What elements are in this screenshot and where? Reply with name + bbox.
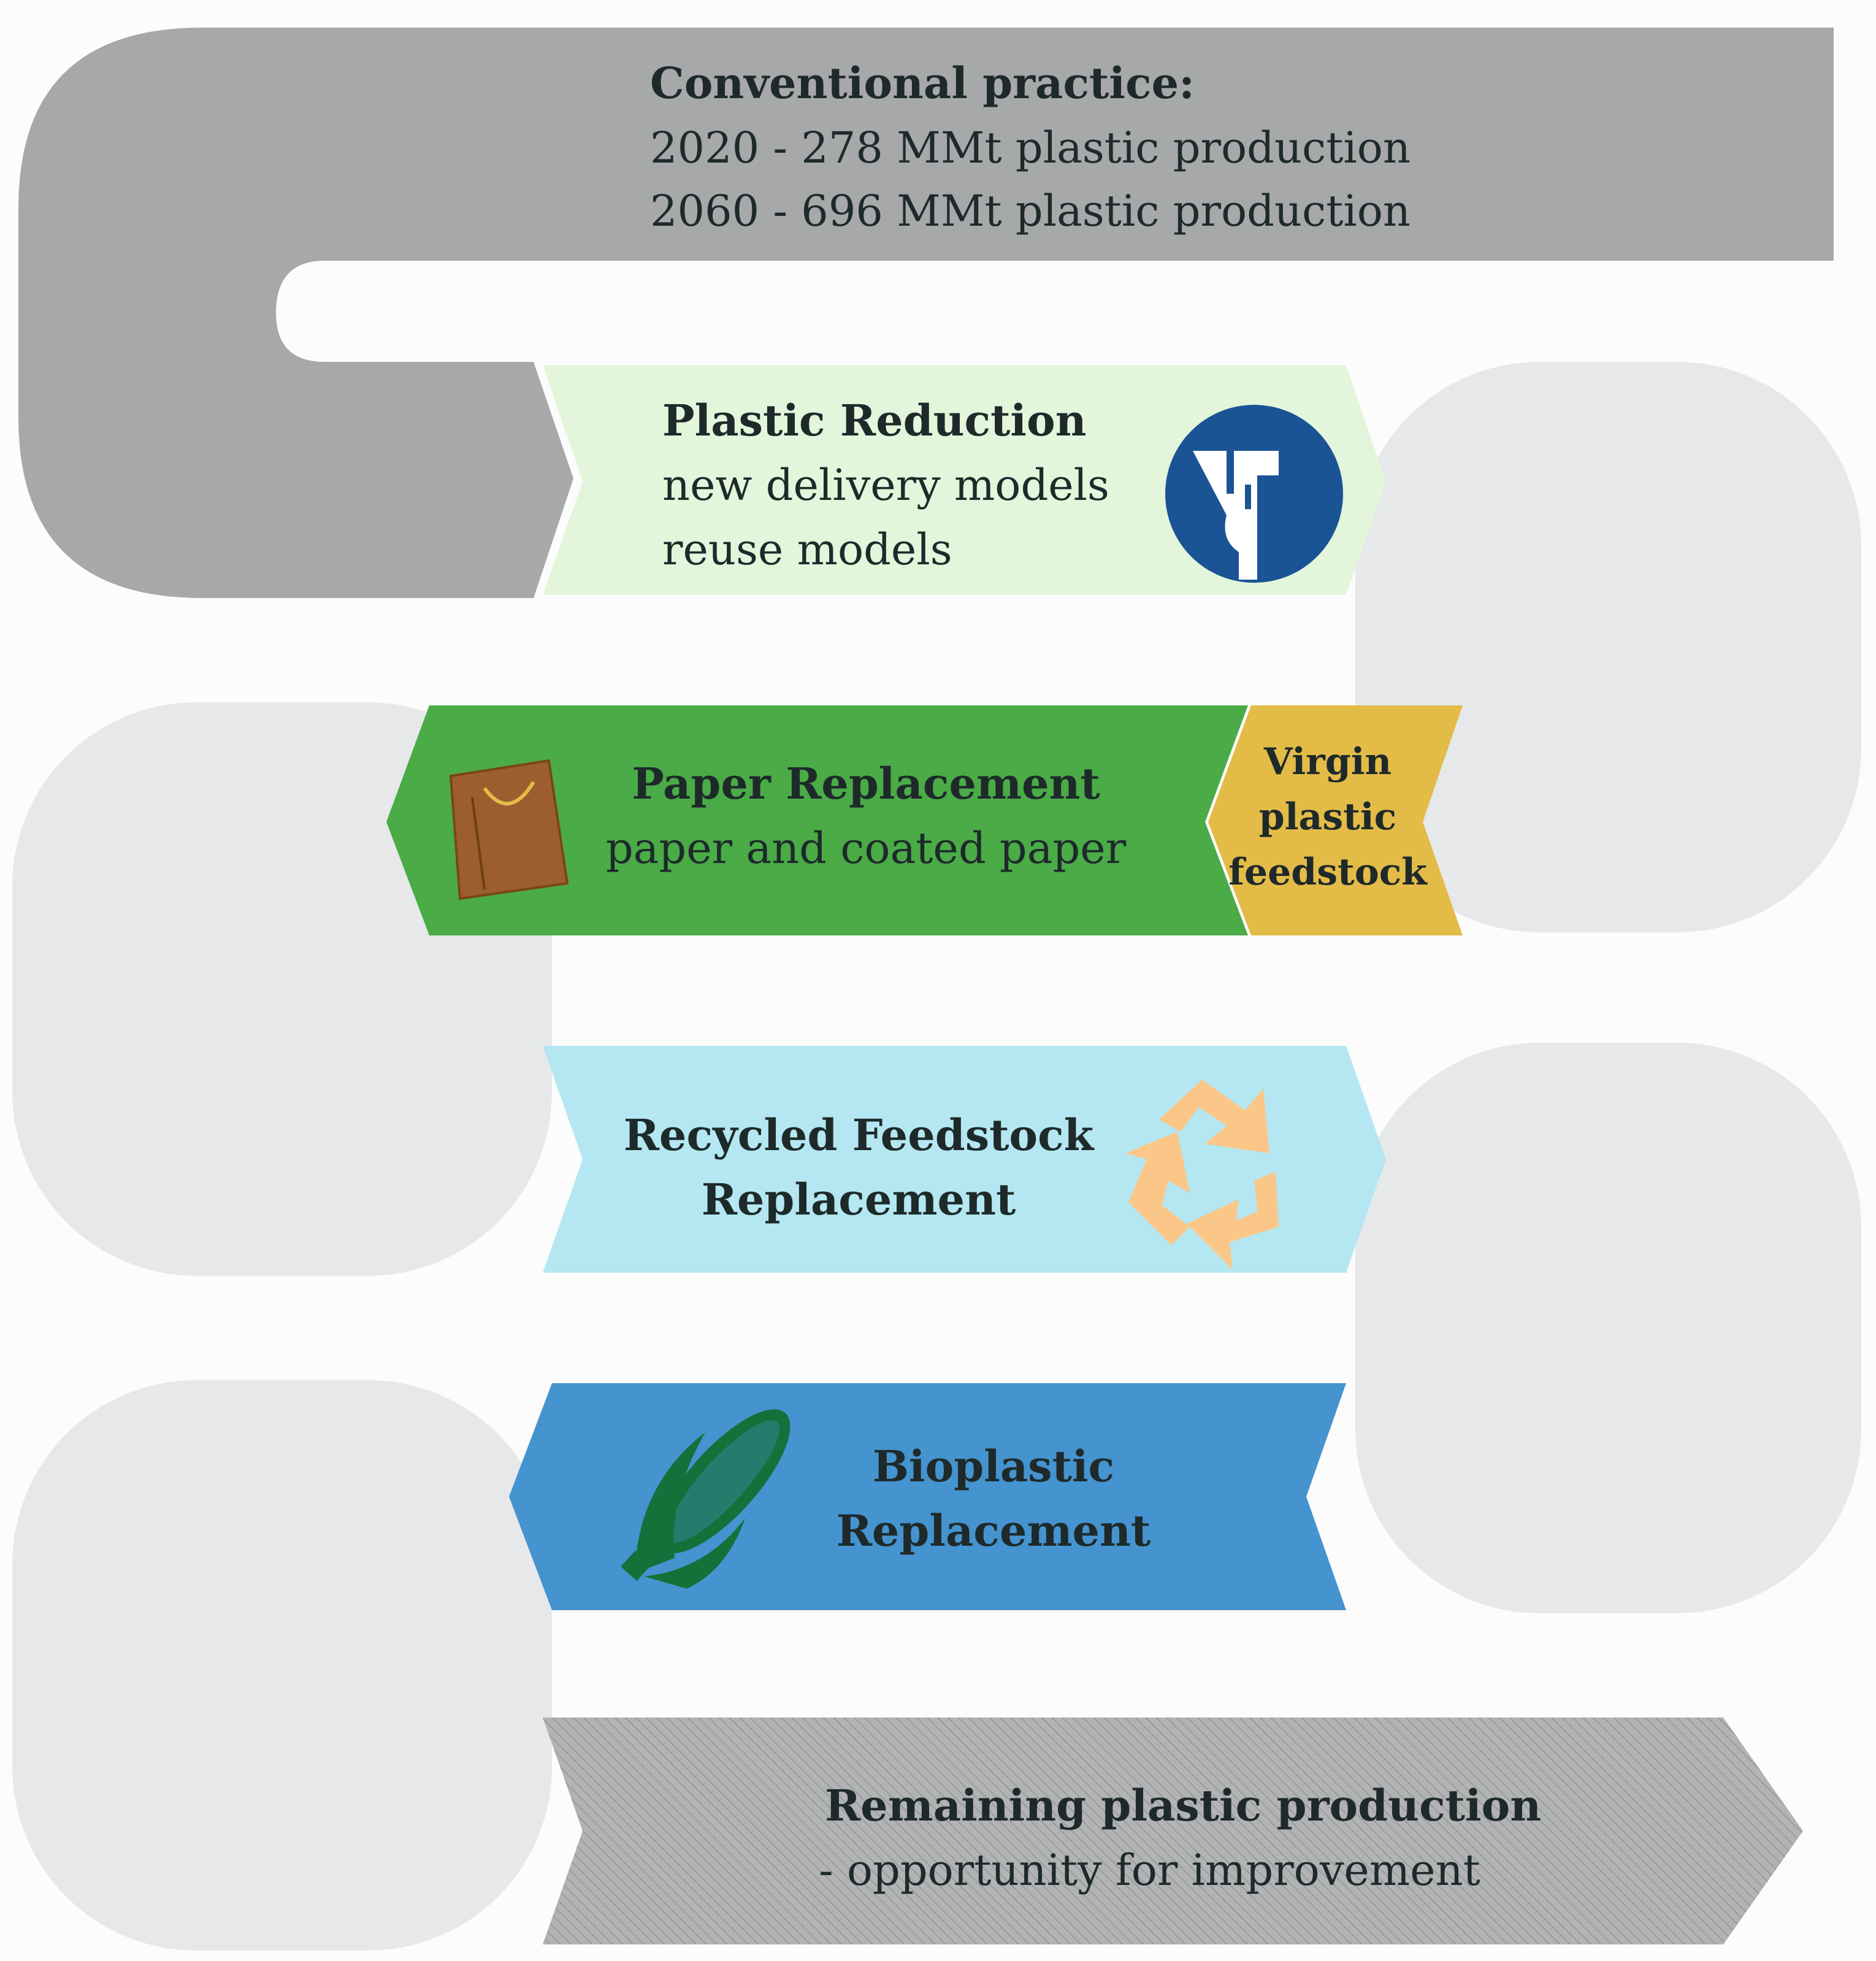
remaining-production-band: Remaining plastic production - opportuni… — [543, 1717, 1803, 1944]
plastic-reduction-band: Plastic Reduction new delivery models re… — [543, 365, 1386, 595]
bioplastic-line-1: Bioplastic — [873, 1441, 1114, 1492]
recycled-line-1: Recycled Feedstock — [624, 1110, 1095, 1161]
virgin-line-1: Virgin — [1263, 740, 1392, 783]
conventional-heading: Conventional practice: — [650, 58, 1195, 109]
bioplastic-band: Bioplastic Replacement — [509, 1383, 1346, 1610]
virgin-feedstock-band: Virgin plastic feedstock — [1208, 705, 1463, 935]
conventional-line-2020: 2020 - 278 MMt plastic production — [650, 123, 1411, 173]
recycle-icon — [1125, 1080, 1279, 1270]
conventional-band: Conventional practice: 2020 - 278 MMt pl… — [18, 28, 1834, 598]
remaining-line: - opportunity for improvement — [819, 1845, 1480, 1895]
paper-heading: Paper Replacement — [632, 758, 1100, 809]
virgin-line-3: feedstock — [1228, 851, 1428, 894]
reduction-heading: Plastic Reduction — [662, 395, 1087, 446]
bioplastic-line-2: Replacement — [837, 1505, 1151, 1556]
reduction-line-reuse: reuse models — [662, 524, 952, 575]
reduction-line-delivery: new delivery models — [662, 460, 1109, 510]
remaining-heading: Remaining plastic production — [825, 1780, 1541, 1831]
recycled-feedstock-band: Recycled Feedstock Replacement — [543, 1046, 1386, 1273]
paper-bag-icon — [449, 759, 569, 900]
paper-replacement-band: Paper Replacement paper and coated paper — [386, 705, 1248, 935]
conventional-line-2060: 2060 - 696 MMt plastic production — [650, 186, 1411, 236]
recycled-line-2: Replacement — [702, 1174, 1016, 1225]
virgin-line-2: plastic — [1259, 796, 1396, 839]
corn-icon — [621, 1409, 791, 1589]
water-dispenser-icon — [1165, 405, 1343, 583]
paper-line: paper and coated paper — [606, 823, 1127, 873]
